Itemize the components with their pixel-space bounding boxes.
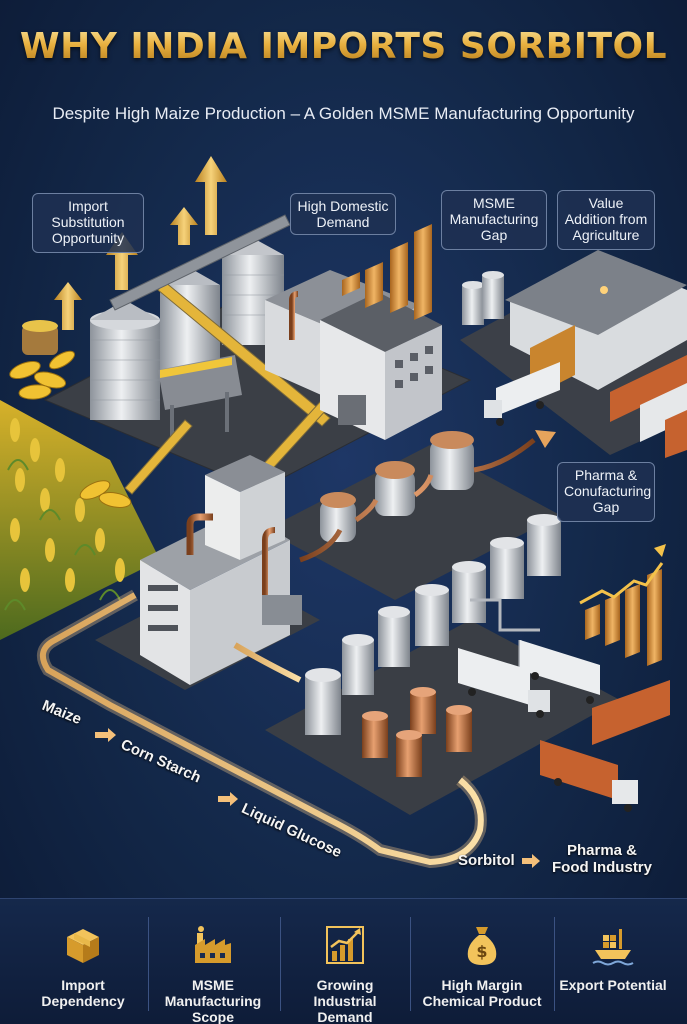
feature-label: High Margin Chemical Product (422, 977, 542, 1009)
flow-end-pharma-food: Pharma & Food Industry (552, 842, 652, 876)
feature-bar: Import Dependency MSME Manufacturing Sco… (0, 898, 687, 1024)
divider (554, 917, 555, 1011)
feature-export-potential: Export Potential (558, 911, 668, 1019)
divider (148, 917, 149, 1011)
truck-1 (484, 362, 560, 426)
truck-3 (520, 640, 600, 704)
feature-label: Import Dependency (41, 977, 125, 1009)
ship-icon (592, 929, 634, 966)
flow-step-sorbitol: Sorbitol (458, 852, 515, 869)
money-bag-icon: $ (467, 927, 497, 965)
corn-field (0, 320, 160, 640)
feature-label: Growing Industrial Demand (313, 977, 377, 1024)
callout-domestic-demand: High Domestic Demand (290, 193, 396, 235)
feature-import-dependency: Import Dependency (22, 911, 144, 1019)
feature-high-margin: $ High Margin Chemical Product (414, 911, 550, 1019)
truck-4 (540, 740, 638, 812)
demand-bars (342, 224, 432, 320)
feature-label: MSME Manufacturing Scope (164, 977, 262, 1024)
reactor-vessels (299, 430, 556, 563)
process-pipeline (36, 589, 487, 869)
processing-building (265, 270, 442, 440)
callout-value-addition: Value Addition from Agriculture (557, 190, 655, 250)
callout-pharma-gap: Pharma & Conufacturing Gap (557, 462, 655, 522)
callout-msme-gap: MSME Manufacturing Gap (441, 190, 547, 250)
growth-chart-icon (326, 926, 364, 964)
growth-bars (579, 544, 666, 666)
svg-text:$: $ (476, 942, 487, 961)
feature-label: Export Potential (559, 977, 667, 993)
truck-2 (458, 648, 550, 718)
sorbitol-factory (140, 455, 302, 685)
callout-import-substitution: Import Substitution Opportunity (32, 193, 144, 253)
storage-tanks (305, 514, 561, 777)
box-icon (67, 929, 99, 963)
feature-msme-scope: MSME Manufacturing Scope (152, 911, 274, 1024)
page-subtitle: Despite High Maize Production – A Golden… (52, 104, 635, 123)
divider (410, 917, 411, 1011)
page-title: WHY INDIA IMPORTS SORBITOL (0, 26, 687, 67)
feature-industrial-demand: Growing Industrial Demand (284, 911, 406, 1024)
flow-arrow-glyphs (95, 728, 540, 868)
factory-icon (195, 926, 231, 963)
divider (280, 917, 281, 1011)
